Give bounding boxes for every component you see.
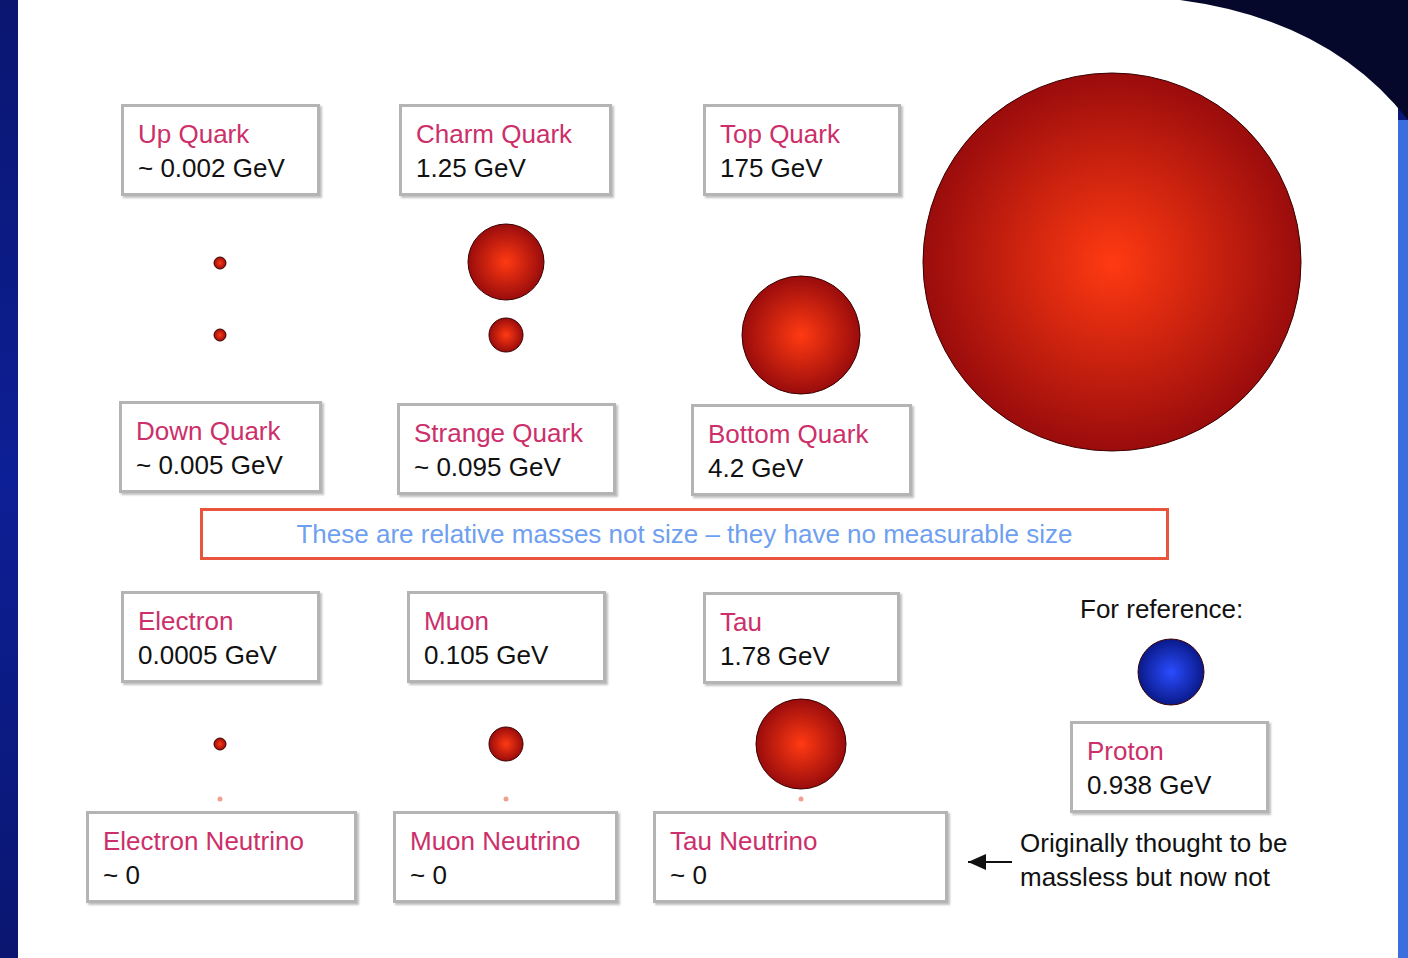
up-quark-mass <box>214 257 226 269</box>
charm-quark-mass <box>468 224 544 300</box>
top-quark-mass <box>923 73 1301 451</box>
note-box: These are relative masses not size – the… <box>200 508 1169 560</box>
neutrino-mass <box>218 797 223 802</box>
mass-value: ~ 0 <box>410 858 601 892</box>
mass-value: 0.0005 GeV <box>138 638 303 672</box>
neutrino-mass <box>504 797 509 802</box>
bottom-quark-mass <box>742 276 860 394</box>
particle-name: Charm Quark <box>416 117 595 151</box>
pointer-arrow <box>968 861 1012 863</box>
lepton-box: Electron0.0005 GeV <box>121 591 320 683</box>
lepton-box: Tau1.78 GeV <box>703 592 900 684</box>
electron-mass <box>214 738 226 750</box>
mass-value: 1.25 GeV <box>416 151 595 185</box>
mass-value: 4.2 GeV <box>708 451 895 485</box>
particle-name: Tau <box>720 605 883 639</box>
mass-value: ~ 0 <box>103 858 340 892</box>
mass-value: ~ 0.002 GeV <box>138 151 303 185</box>
reference-box: Proton0.938 GeV <box>1070 721 1269 813</box>
particle-name: Down Quark <box>136 414 305 448</box>
edge-band <box>1398 120 1408 958</box>
quark-box: Down Quark~ 0.005 GeV <box>119 401 322 493</box>
corner-decoration <box>1180 0 1408 120</box>
reference-heading: For reference: <box>1080 592 1380 626</box>
mass-value: 175 GeV <box>720 151 884 185</box>
tau-mass <box>756 699 846 789</box>
mass-value: ~ 0.095 GeV <box>414 450 599 484</box>
neutrino-note: Originally thought to be massless but no… <box>1020 826 1338 894</box>
particle-name: These are relative masses not size – the… <box>215 517 1154 551</box>
muon-mass <box>489 727 523 761</box>
neutrino-mass <box>799 797 804 802</box>
quark-box: Up Quark~ 0.002 GeV <box>121 104 320 196</box>
particle-name: Electron <box>138 604 303 638</box>
mass-value: ~ 0.005 GeV <box>136 448 305 482</box>
quark-box: Top Quark175 GeV <box>703 104 901 196</box>
neutrino-box: Tau Neutrino~ 0 <box>653 811 948 903</box>
particle-name: Muon <box>424 604 589 638</box>
down-quark-mass <box>214 329 226 341</box>
mass-value: 0.938 GeV <box>1087 768 1252 802</box>
quark-box: Charm Quark1.25 GeV <box>399 104 612 196</box>
particle-name: Electron Neutrino <box>103 824 340 858</box>
strange-quark-mass <box>489 318 523 352</box>
particle-name: Up Quark <box>138 117 303 151</box>
proton-mass <box>1138 639 1204 705</box>
quark-box: Bottom Quark4.2 GeV <box>691 404 912 496</box>
mass-value: 0.105 GeV <box>424 638 589 672</box>
mass-value: ~ 0 <box>670 858 931 892</box>
quark-box: Strange Quark~ 0.095 GeV <box>397 403 616 495</box>
particle-name: Top Quark <box>720 117 884 151</box>
particle-name: Proton <box>1087 734 1252 768</box>
particle-name: Tau Neutrino <box>670 824 931 858</box>
neutrino-box: Electron Neutrino~ 0 <box>86 811 357 903</box>
lepton-box: Muon0.105 GeV <box>407 591 606 683</box>
particle-name: Bottom Quark <box>708 417 895 451</box>
neutrino-box: Muon Neutrino~ 0 <box>393 811 618 903</box>
mass-value: 1.78 GeV <box>720 639 883 673</box>
particle-name: Strange Quark <box>414 416 599 450</box>
particle-name: Muon Neutrino <box>410 824 601 858</box>
